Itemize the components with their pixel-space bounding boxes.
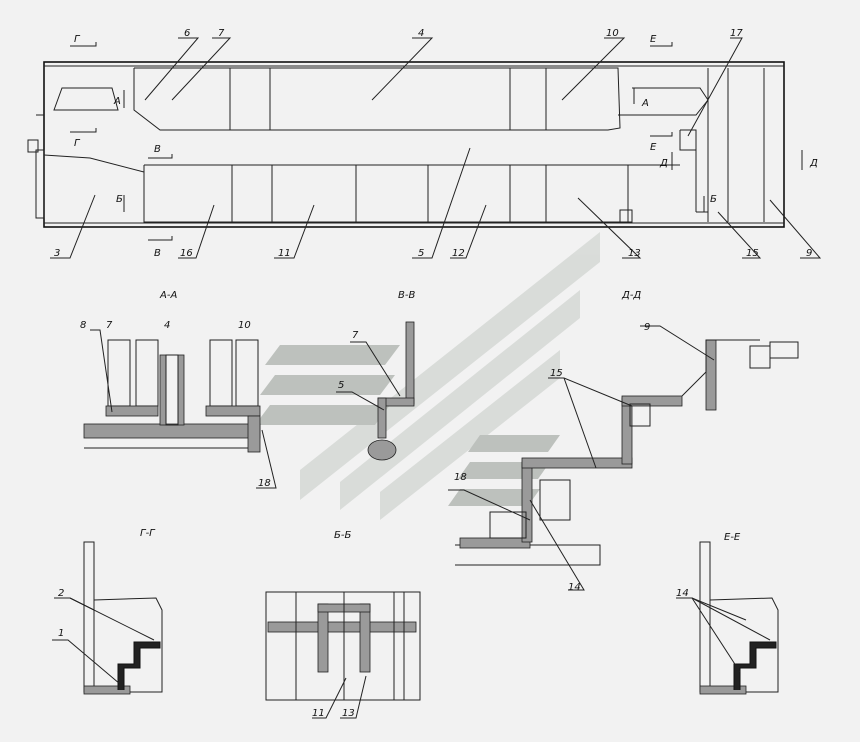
section-title-gg: Г-Г: [140, 528, 156, 539]
bb-label-13: 13: [342, 708, 355, 719]
section-vv-drawing: [336, 321, 415, 461]
marker-v-top: В: [154, 144, 161, 155]
marker-a-left: А: [113, 96, 121, 107]
ee-label-14: 14: [676, 588, 689, 599]
callout-6: 6: [184, 28, 190, 39]
marker-d-right: Д: [809, 158, 818, 169]
aa-label-8: 8: [80, 320, 86, 331]
section-title-ee: Е-Е: [724, 532, 741, 543]
callout-10: 10: [606, 28, 619, 39]
callout-17: 17: [730, 28, 743, 39]
marker-b-right: Б: [710, 194, 717, 205]
marker-g-top: Г: [74, 34, 81, 45]
marker-a-right: А: [641, 98, 649, 109]
aa-label-7: 7: [106, 320, 113, 331]
bb-label-11: 11: [312, 708, 325, 719]
vv-label-5: 5: [338, 380, 344, 391]
section-aa-drawing: [83, 329, 277, 489]
marker-g-bottom: Г: [74, 138, 81, 149]
marker-e-top: Е: [650, 34, 657, 45]
callout-3: 3: [54, 248, 60, 259]
section-title-aa: А-А: [159, 290, 177, 301]
section-bb-drawing: [265, 591, 421, 719]
vv-label-7: 7: [352, 330, 359, 341]
callout-12: 12: [452, 248, 465, 259]
marker-v-bottom: В: [154, 248, 161, 259]
dd-label-18: 18: [454, 472, 467, 483]
section-title-vv: В-В: [398, 290, 415, 301]
section-title-dd: Д-Д: [621, 290, 641, 301]
dd-label-15: 15: [550, 368, 563, 379]
aa-label-4: 4: [164, 320, 170, 331]
section-gg-drawing: [52, 541, 163, 695]
watermark-logo: [255, 232, 600, 520]
gg-label-1: 1: [58, 628, 64, 639]
plan-view: [27, 37, 822, 259]
section-title-bb: Б-Б: [334, 530, 351, 541]
section-dd-drawing: [448, 325, 799, 591]
callout-16: 16: [180, 248, 193, 259]
callout-13: 13: [628, 248, 641, 259]
aa-label-18: 18: [258, 478, 271, 489]
callout-9: 9: [806, 248, 812, 259]
aa-label-10: 10: [238, 320, 251, 331]
callout-4: 4: [418, 28, 424, 39]
marker-d-left: Д: [659, 158, 668, 169]
callout-15: 15: [746, 248, 759, 259]
section-ee-drawing: [676, 541, 779, 695]
marker-b-left: Б: [116, 194, 123, 205]
gg-label-2: 2: [58, 588, 64, 599]
dd-label-9: 9: [644, 322, 650, 333]
marker-e-bottom: Е: [650, 142, 657, 153]
callout-11: 11: [278, 248, 291, 259]
callout-5: 5: [418, 248, 424, 259]
dd-label-14: 14: [568, 582, 581, 593]
callout-7: 7: [218, 28, 225, 39]
